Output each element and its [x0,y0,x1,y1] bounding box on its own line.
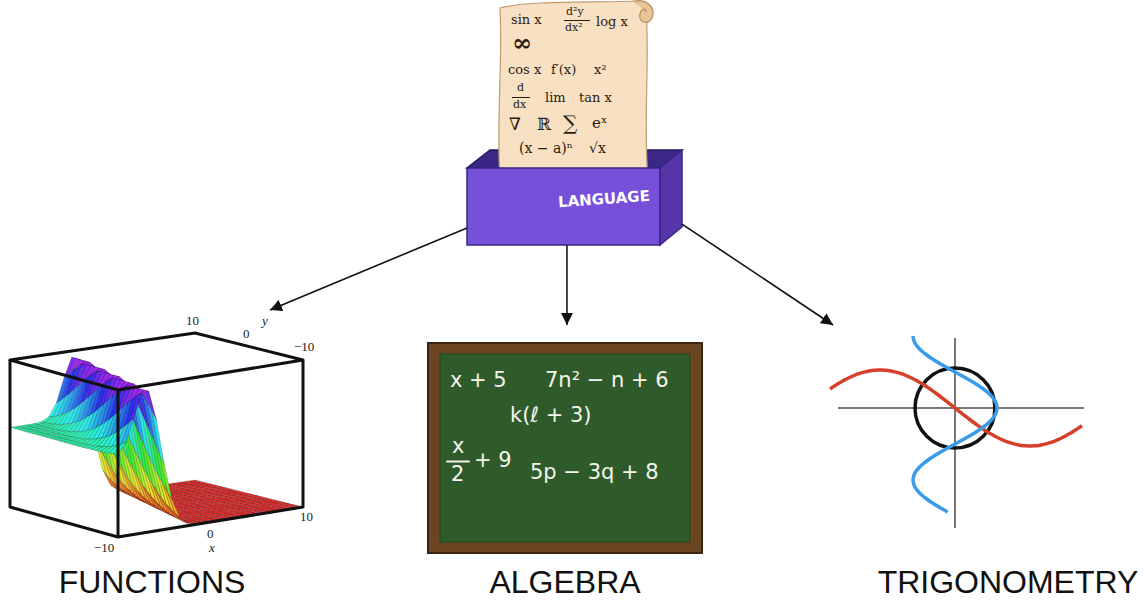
chalk-expression: k(ℓ + 3) [510,405,592,426]
plot-box-top [10,333,303,390]
math-symbol: dx² [565,22,583,33]
paper-scroll [499,1,648,180]
math-symbol: d²y [566,6,584,17]
box-label: LANGUAGE [558,189,651,210]
axis-label: 10 [186,314,199,327]
chalkboard-surface [440,354,690,542]
math-symbol: dx [513,99,526,110]
axis-label: 0 [207,527,214,540]
arrow-connector [270,228,467,310]
fraction-bar [447,461,469,463]
math-symbol: sin x [511,13,542,26]
axis-label: 10 [300,510,313,523]
chalk-expression: 5p − 3q + 8 [530,462,659,483]
math-symbol: eˣ [592,116,607,131]
chalk-expression: + 9 [474,450,512,471]
surface-cell [144,390,156,420]
surface-cell [121,419,133,444]
math-symbol: log x [596,15,628,28]
axis-label: x [209,541,215,554]
surface-cell [160,454,172,499]
axis-label: 0 [243,327,250,340]
formula-scroll: sin x d²y dx² log x ∞ cos x f′(x) x² d dx lim tan x… [495,0,655,170]
math-symbol: lim [545,91,566,104]
math-symbol: x² [594,63,607,76]
math-symbol: f′(x) [551,63,576,76]
box-front [467,168,660,245]
axis-label: −10 [294,340,314,353]
math-symbol: (x − a)ⁿ [519,141,573,155]
trig-graph: TRIGONOMETRY [828,325,1142,600]
axis-label: −10 [94,541,114,554]
arrow-connector [566,245,568,325]
trig-curve [913,336,997,512]
chalkboard: ALGEBRA x + 5 7n² − n + 6 k(ℓ + 3) x 2 + 9 5p −… [425,325,705,600]
axis-line [838,407,1084,409]
math-symbol: cos x [508,63,541,76]
chalk-expression: 7n² − n + 6 [545,370,669,391]
chalkboard-frame [428,343,702,553]
surface-cell [152,411,164,465]
trig-curves [830,336,1082,512]
math-symbol: ∞ [512,31,532,55]
scroll-curl [634,1,653,23]
caption: FUNCTIONS [59,566,246,598]
surface-cell [129,393,141,422]
math-symbol: ∇ [509,116,521,133]
chalk-expression: x [452,436,464,457]
chalk-expression: x + 5 [450,370,507,391]
trig-curve [830,370,1082,446]
chalk-expression: 2 [451,464,464,485]
axis-label: y [262,314,268,327]
caption: ALGEBRA [489,566,640,598]
surface-cell [167,492,179,517]
math-symbol: d [517,82,524,93]
math-symbol: ∑ [563,113,577,133]
surface-cell [114,442,126,454]
fraction-bar [512,97,530,98]
arrow-connector [682,224,833,325]
box-side [660,150,682,245]
math-symbol: √x [589,141,606,155]
math-symbol: ℝ [537,116,551,133]
function-plot: FUNCTIONS10y0−10100x−10 [4,310,334,600]
fraction-bar [564,20,590,21]
caption: TRIGONOMETRY [878,566,1139,598]
plot-box-edges [10,360,303,537]
language-box: LANGUAGE [467,150,682,245]
math-symbol: tan x [579,91,612,104]
